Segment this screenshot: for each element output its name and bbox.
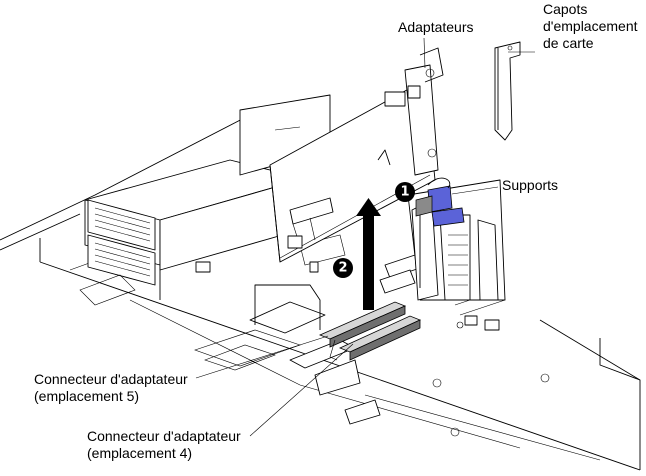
leader-lines <box>195 37 535 437</box>
lift-arrow <box>356 198 381 310</box>
slot-covers-label-line1: Capots <box>543 1 588 17</box>
connector-slot4-label-line2: (emplacement 4) <box>87 445 193 461</box>
system-board <box>79 234 506 425</box>
callout-step-1: 1 <box>395 182 415 202</box>
connector-slot5-label-line2: (emplacement 5) <box>34 388 140 404</box>
blue-supports <box>415 177 465 227</box>
adapter-card <box>269 47 444 263</box>
slot-covers-label-line2: d'emplacement <box>543 18 638 34</box>
callout-step-2-label: 2 <box>338 261 347 276</box>
callout-step-2: 2 <box>333 258 353 278</box>
power-supply-cage <box>84 94 331 300</box>
riser-cage <box>407 179 506 301</box>
connector-slot5-label-line1: Connecteur d'adaptateur <box>34 371 188 387</box>
slot-cover <box>494 41 521 141</box>
adapters-label: Adaptateurs <box>398 19 474 35</box>
connector-slot4-label-line1: Connecteur d'adaptateur <box>87 428 241 444</box>
supports-label: Supports <box>502 177 559 193</box>
adapter-connectors <box>318 301 422 361</box>
slot-covers-label-line3: de carte <box>543 35 594 51</box>
callout-step-1-label: 1 <box>400 185 409 200</box>
